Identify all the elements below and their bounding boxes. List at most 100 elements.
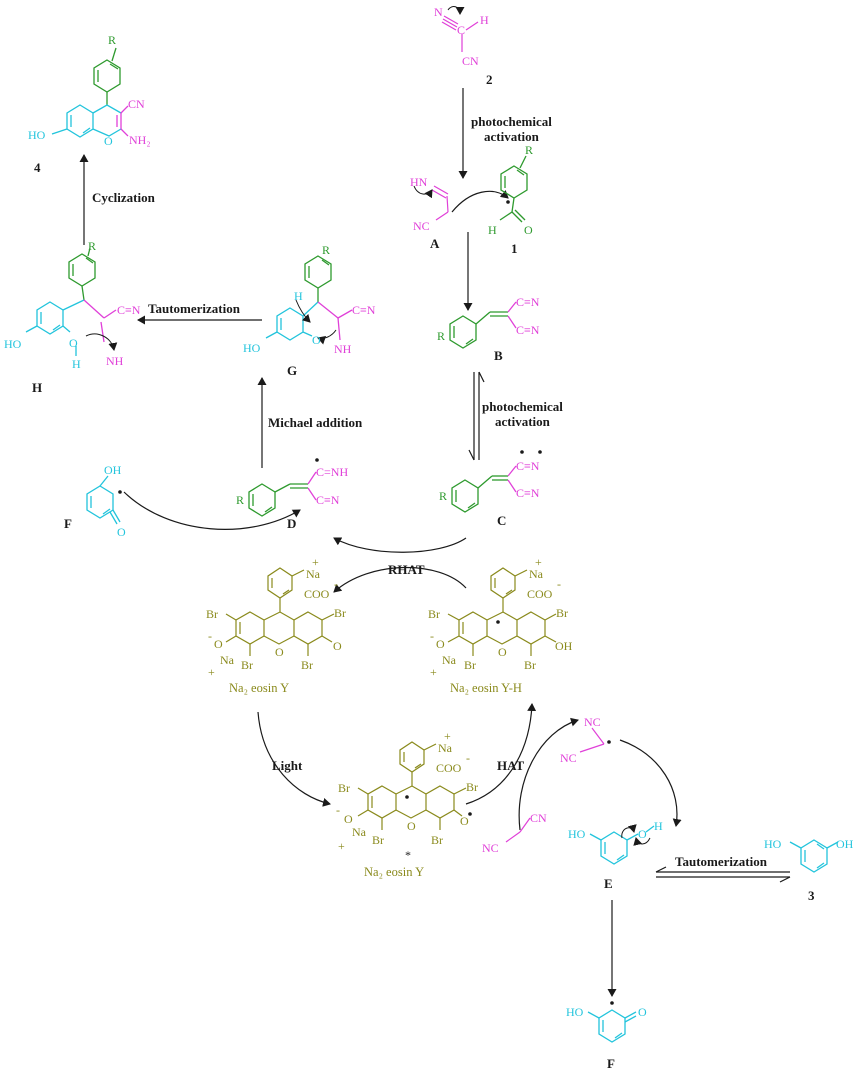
- eosin-y-h-coo-minus: -: [557, 577, 561, 591]
- eosin-y-excited-o-phenoxide: O: [344, 812, 353, 826]
- photochemical-activation-equilibrium-arrows: [468, 371, 485, 461]
- compound-d-label: D: [287, 516, 296, 531]
- compound-1-r-label: R: [525, 143, 533, 157]
- eosin-y-excited-na-bottom-plus: +: [338, 839, 345, 853]
- eosin-y-excited-br-tl: Br: [338, 781, 350, 795]
- eosin-y-excited-coo-label: COO: [436, 761, 462, 775]
- eosin-y-excited-star: *: [405, 848, 411, 862]
- compound-c-structure: [451, 450, 542, 513]
- compound-h-h-label: H: [72, 357, 81, 371]
- tautomerization-bottom-label: Tautomerization: [675, 854, 768, 869]
- malononitrile-radical-nc-top: NC: [584, 715, 601, 729]
- compound-f-bottom-ho-label: HO: [566, 1005, 584, 1019]
- compound-g-r-label: R: [322, 243, 330, 257]
- eosin-y-h-br-tl: Br: [428, 607, 440, 621]
- compound-e-h-label: H: [654, 819, 663, 833]
- compound-e-structure: [589, 824, 655, 865]
- eosin-y-na-label: Na: [306, 567, 321, 581]
- eosin-y-h-na-label: Na: [529, 567, 544, 581]
- eosin-y-h-o-ring: O: [498, 645, 507, 659]
- malononitrile-to-radical-arrow: [518, 717, 579, 831]
- eosin-y-h-br-br: Br: [524, 658, 536, 672]
- compound-4-nh2-label: NH₂: [129, 133, 151, 147]
- compound-h-structure: [25, 247, 118, 356]
- compound-d-r-label: R: [236, 493, 244, 507]
- eosin-y-br-tl: Br: [206, 607, 218, 621]
- eosin-y-excited-na-bottom: Na: [352, 825, 367, 839]
- compound-e-label: E: [604, 876, 613, 891]
- compound-2-cn-label: CN: [462, 54, 479, 68]
- eosin-y-na-bottom: Na: [220, 653, 235, 667]
- compound-d-cn-label: C≡N: [316, 493, 340, 507]
- malononitrile-radical-nc-bottom: NC: [560, 751, 577, 765]
- eosin-y-h-structure: [447, 567, 557, 656]
- compound-3-ho-label: HO: [764, 837, 782, 851]
- eosin-y-na-plus: +: [312, 555, 319, 569]
- eosin-y-h-br-tr: Br: [556, 606, 568, 620]
- eosin-y-excited-br-tr: Br: [466, 780, 478, 794]
- eosin-y-h-oh-label: OH: [555, 639, 573, 653]
- eosin-y-name: Na₂ eosin Y: [229, 681, 289, 695]
- compound-c-r-label: R: [439, 489, 447, 503]
- compound-h-r-label: R: [88, 239, 96, 253]
- eosin-y-o-keto: O: [333, 639, 342, 653]
- compound-4-label: 4: [34, 160, 41, 175]
- compound-3-label: 3: [808, 888, 815, 903]
- compound-b-cn-top-label: C≡N: [516, 295, 540, 309]
- photochemical-activation-1-line1: photochemical: [471, 114, 552, 129]
- compound-g-cn-label: C≡N: [352, 303, 376, 317]
- compound-2-structure: [441, 6, 479, 52]
- compound-2-label: 2: [486, 72, 493, 87]
- eosin-y-coo-minus: -: [334, 577, 338, 591]
- light-label: Light: [272, 758, 303, 773]
- compound-3-structure: [789, 839, 839, 873]
- eosin-y-excited-o-ring: O: [407, 819, 416, 833]
- eosin-y-h-name: Na₂ eosin Y-H: [450, 681, 522, 695]
- compound-h-o-label: O: [69, 336, 78, 350]
- light-arrow: [257, 711, 331, 807]
- compound-d-structure: [248, 458, 319, 517]
- eosin-y-structure: [225, 567, 335, 656]
- compound-a-hn-label: HN: [410, 175, 428, 189]
- compound-h-cn-label: C≡N: [117, 303, 141, 317]
- compound-4-r-label: R: [108, 33, 116, 47]
- eosin-y-coo-label: COO: [304, 587, 330, 601]
- compound-c-cn-bottom-label: C≡N: [516, 486, 540, 500]
- photochemical-activation-2-line2: activation: [495, 414, 551, 429]
- tautomerization-top-label: Tautomerization: [148, 301, 241, 316]
- radical-to-e-arrow: [619, 739, 682, 827]
- compound-g-label: G: [287, 363, 297, 378]
- compound-4-o-label: O: [104, 134, 113, 148]
- eosin-y-o-ring: O: [275, 645, 284, 659]
- compound-g-o-label: O: [312, 333, 321, 347]
- compound-f-bottom-structure: [587, 1001, 637, 1043]
- eosin-y-h-o-minus: -: [430, 629, 434, 643]
- eosin-y-excited-na-plus: +: [444, 729, 451, 743]
- compound-3-oh-label: OH: [836, 837, 854, 851]
- compound-g-h-label: H: [294, 289, 303, 303]
- compound-h-nh-label: NH: [106, 354, 124, 368]
- eosin-y-excited-o-minus: -: [336, 803, 340, 817]
- cyclization-label: Cyclization: [92, 190, 156, 205]
- compound-f-bottom-o-label: O: [638, 1005, 647, 1019]
- compound-2-c-label: C: [457, 23, 465, 37]
- eosin-y-h-na-bottom-plus: +: [430, 665, 437, 679]
- eosin-y-excited-br-bl: Br: [372, 833, 384, 847]
- compound-f-left-o-label: O: [117, 525, 126, 539]
- f-to-d-curved-arrow: [123, 491, 301, 530]
- rhat-arc-arrow-lower: [333, 566, 467, 593]
- malononitrile-structure: [505, 817, 531, 843]
- malononitrile-cn-label: CN: [530, 811, 547, 825]
- eosin-y-h-coo-label: COO: [527, 587, 553, 601]
- eosin-y-h-na-bottom: Na: [442, 653, 457, 667]
- compound-e-ho-label: HO: [568, 827, 586, 841]
- tautomerization-bottom-equilibrium-arrows: [655, 866, 791, 883]
- eosin-y-excited-coo-minus: -: [466, 751, 470, 765]
- compound-g-structure: [265, 255, 353, 345]
- compound-4-cn-label: CN: [128, 97, 145, 111]
- a-to-1-curved-arrow: [451, 190, 509, 213]
- rhat-label: RHAT: [388, 562, 425, 577]
- compound-h-ho-label: HO: [4, 337, 22, 351]
- compound-1-o-label: O: [524, 223, 533, 237]
- eosin-y-excited-name: Na₂ eosin Y: [364, 865, 424, 879]
